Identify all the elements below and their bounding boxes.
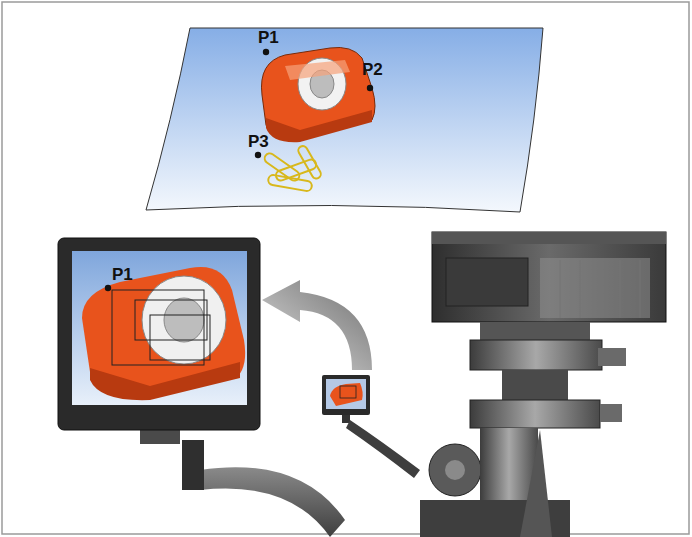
point-label: P1 [112,266,133,283]
point-label: P1 [258,29,279,46]
point-label: P2 [362,61,383,78]
point-label: P3 [248,133,269,150]
